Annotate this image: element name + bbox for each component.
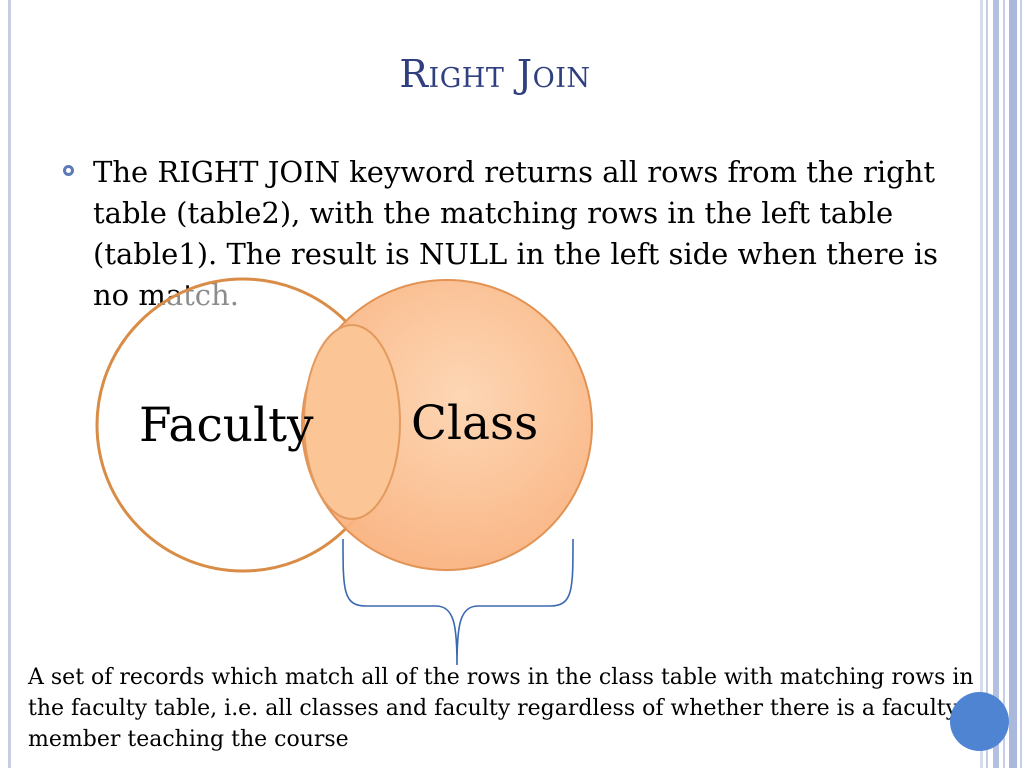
slide-title: Right Join bbox=[399, 52, 591, 96]
venn-label-faculty: Faculty bbox=[139, 398, 314, 453]
overlap-region bbox=[303, 324, 401, 520]
curly-brace bbox=[342, 538, 574, 666]
right-stripe-decoration bbox=[980, 0, 1024, 768]
venn-label-class: Class bbox=[411, 396, 539, 451]
diagram-caption: A set of records which match all of the … bbox=[28, 665, 974, 752]
hollow-circle-bullet-icon bbox=[63, 165, 74, 176]
left-border-rule bbox=[8, 0, 11, 768]
corner-circle-ornament-icon bbox=[950, 692, 1009, 751]
